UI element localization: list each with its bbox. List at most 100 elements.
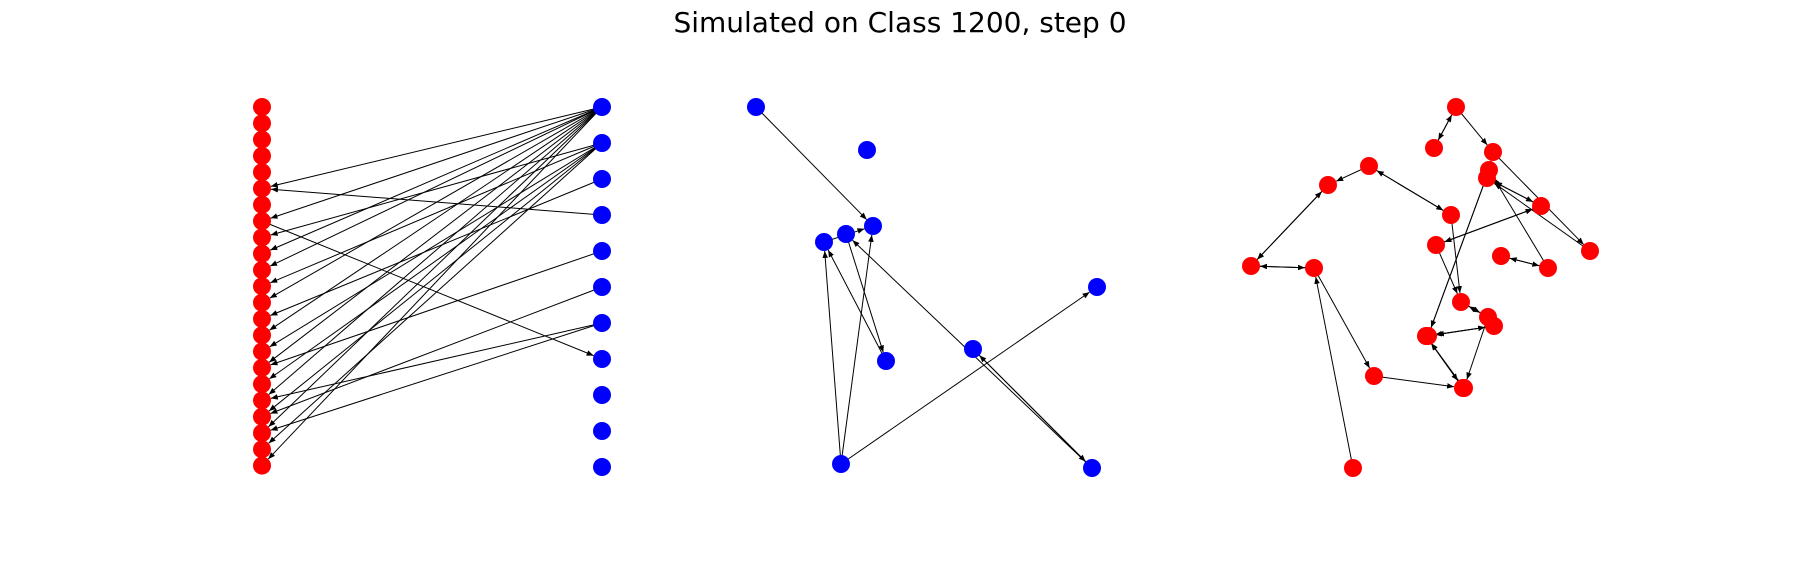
node-L9: [253, 244, 271, 263]
edge-R0-L20: [268, 106, 603, 428]
edge-B8-B3: [840, 291, 1090, 465]
node-B3: [1088, 278, 1106, 296]
edge-N6-N5: [1376, 170, 1452, 216]
edge-R1-L17: [269, 142, 603, 380]
node-N19: [1485, 317, 1503, 335]
node-N21: [1454, 379, 1472, 397]
node-L5: [253, 179, 271, 198]
bipartite-edges: [261, 106, 603, 460]
node-N12: [1581, 242, 1599, 260]
node-N23: [1419, 327, 1437, 345]
node-N16: [1452, 293, 1470, 311]
node-R2: [593, 170, 611, 188]
node-L20: [253, 424, 271, 442]
edge-R1-L8: [270, 142, 603, 236]
node-N0: [1242, 257, 1260, 275]
edge-R0-L18: [268, 106, 603, 395]
node-L4: [253, 163, 271, 182]
edge-R0-L16: [268, 106, 603, 363]
edge-R2-L13: [270, 178, 603, 316]
node-N6: [1442, 206, 1460, 224]
edge-R5-L19: [270, 286, 603, 414]
edge-L7-R7: [261, 220, 594, 357]
blue-graph-panel: [747, 98, 1106, 477]
red-graph-panel: [1242, 98, 1599, 477]
node-L14: [253, 326, 271, 345]
bipartite-panel: [253, 98, 611, 476]
red-graph-nodes: [1242, 98, 1599, 477]
node-N1: [1305, 259, 1323, 277]
node-L3: [253, 146, 271, 165]
node-L12: [253, 293, 271, 312]
node-L6: [253, 195, 271, 214]
edge-R4-L16: [270, 250, 603, 366]
edge-R6-L18: [270, 322, 603, 400]
edge-N12-N10: [1494, 182, 1591, 252]
node-B8: [832, 455, 850, 473]
node-R10: [593, 458, 611, 476]
edge-N6-N16: [1450, 214, 1462, 294]
node-B1: [858, 141, 876, 159]
edge-N4-N0: [1256, 184, 1329, 260]
node-N2: [1344, 459, 1362, 477]
edge-R1-L19: [268, 142, 603, 412]
edge-R0-L14: [269, 106, 603, 331]
node-B2: [864, 217, 882, 235]
node-R8: [593, 386, 611, 404]
node-R6: [593, 314, 611, 332]
edge-R0-L5: [270, 106, 603, 188]
node-R4: [593, 242, 611, 260]
node-N4: [1319, 176, 1337, 194]
node-N5: [1360, 157, 1378, 175]
node-L8: [253, 228, 271, 247]
node-L0: [253, 98, 271, 116]
edge-B8-B2: [840, 234, 874, 465]
bipartite-nodes: [253, 98, 611, 476]
edge-N1-N0: [1259, 263, 1315, 270]
node-B5: [815, 233, 833, 251]
edge-N15-N22: [1493, 177, 1549, 269]
node-R3: [593, 206, 611, 224]
node-L18: [253, 391, 271, 410]
node-L15: [253, 342, 271, 361]
node-N13: [1427, 236, 1445, 254]
node-L11: [253, 277, 271, 296]
node-N15: [1539, 259, 1557, 277]
edge-N3-N21: [1373, 375, 1455, 389]
edge-B9-B7: [979, 355, 1093, 469]
red-graph-edges: [1250, 106, 1591, 469]
edge-R0-L12: [269, 106, 603, 299]
node-L2: [253, 130, 271, 149]
node-R5: [593, 278, 611, 296]
node-B0: [747, 98, 765, 116]
edge-B8-B5: [822, 250, 842, 465]
edge-R3-L5: [270, 186, 603, 216]
edge-N2-N1: [1314, 276, 1354, 469]
node-B9: [1083, 459, 1101, 477]
node-L16: [253, 358, 271, 377]
node-L22: [253, 456, 271, 475]
node-N7: [1447, 98, 1465, 116]
node-R9: [593, 422, 611, 440]
node-L10: [253, 261, 271, 279]
edge-B6-B5: [827, 249, 887, 362]
blue-graph-nodes: [747, 98, 1106, 477]
edge-R0-L22: [267, 106, 603, 460]
node-L21: [253, 440, 271, 459]
node-N22: [1480, 161, 1498, 179]
edge-N23-N22: [1427, 178, 1487, 337]
edge-R6-L20: [270, 322, 603, 431]
node-L19: [253, 407, 271, 426]
edge-N17-N20: [1466, 316, 1489, 380]
edge-R0-L9: [270, 106, 603, 251]
node-N11: [1532, 197, 1550, 215]
node-L17: [253, 375, 271, 394]
node-N3: [1365, 367, 1383, 385]
edge-B0-B2: [755, 106, 868, 220]
node-B6: [877, 352, 895, 370]
edge-B4-B6: [845, 233, 884, 353]
blue-graph-edges: [755, 106, 1093, 469]
node-L13: [253, 309, 271, 328]
figure-title: Simulated on Class 1200, step 0: [673, 6, 1127, 39]
